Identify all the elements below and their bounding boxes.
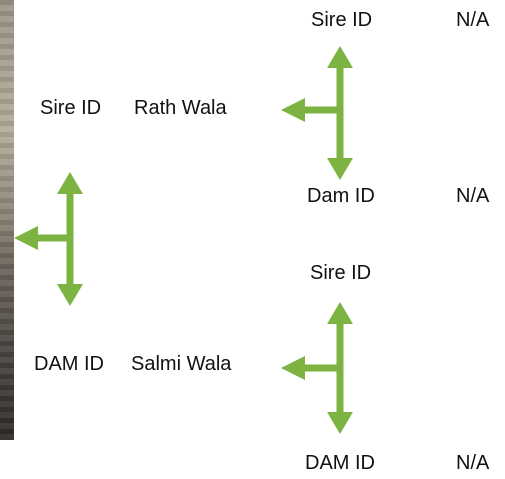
dam-dam-label: DAM ID [305, 452, 375, 474]
dam-label: DAM ID [34, 353, 104, 375]
dam-name: Salmi Wala [131, 353, 232, 375]
sire-dam-label: Dam ID [307, 185, 375, 207]
animal-photo-strip [0, 0, 14, 440]
sire-sire-value: N/A [456, 9, 490, 31]
sire-dam-value: N/A [456, 185, 490, 207]
sire-sire-label: Sire ID [311, 9, 373, 31]
sire-label: Sire ID [40, 97, 102, 119]
dam-dam-value: N/A [456, 452, 490, 474]
dam-branch-icon [281, 302, 353, 434]
dam-sire-label: Sire ID [310, 262, 372, 284]
root-branch-icon [14, 172, 83, 306]
sire-name: Rath Wala [134, 97, 227, 119]
sire-branch-icon [281, 46, 353, 180]
photo-texture [0, 0, 14, 440]
